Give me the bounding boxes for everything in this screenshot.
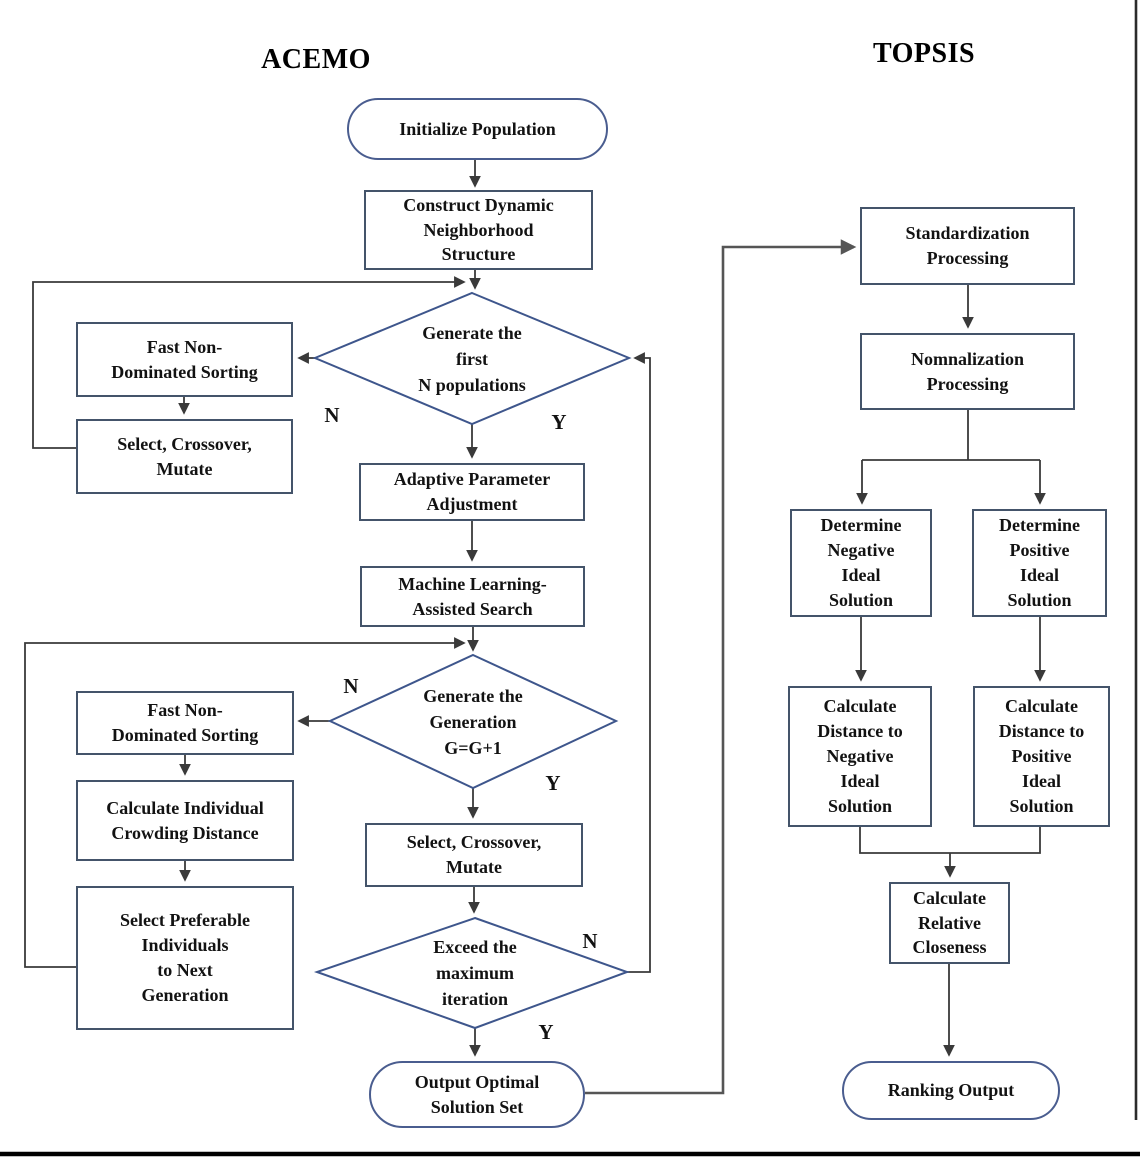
- loop-selpref-back: [24, 637, 466, 968]
- decision1-no-label: N: [324, 402, 340, 427]
- node-select-crossover-mutate-1: Select, Crossover, Mutate: [76, 419, 293, 494]
- decision1-yes-label: Y: [551, 409, 567, 434]
- node-fast-non-dominated-sorting-1: Fast Non- Dominated Sorting: [76, 322, 293, 397]
- acemo-arrows: [24, 160, 651, 1057]
- node-determine-positive-ideal: Determine Positive Ideal Solution: [972, 509, 1107, 617]
- node-initialize-population: Initialize Population: [347, 98, 608, 160]
- topsis-title: TOPSIS: [872, 38, 976, 69]
- node-normalization-processing: Nomnalization Processing: [860, 333, 1075, 410]
- node-calculate-relative-closeness: Calculate Relative Closeness: [889, 882, 1010, 964]
- node-select-crossover-mutate-2: Select, Crossover, Mutate: [365, 823, 583, 887]
- merge-bar: [859, 827, 1041, 854]
- acemo-title: ACEMO: [261, 44, 371, 75]
- node-adaptive-parameter-adjustment: Adaptive Parameter Adjustment: [359, 463, 585, 521]
- node-determine-negative-ideal: Determine Negative Ideal Solution: [790, 509, 932, 617]
- node-select-preferable-individuals: Select Preferable Individuals to Next Ge…: [76, 886, 294, 1030]
- node-fast-non-dominated-sorting-2: Fast Non- Dominated Sorting: [76, 691, 294, 755]
- decision3-yes-label: Y: [538, 1019, 554, 1044]
- node-calculate-crowding-distance: Calculate Individual Crowding Distance: [76, 780, 294, 861]
- node-ranking-output: Ranking Output: [842, 1061, 1060, 1120]
- node-output-optimal-solution-set: Output Optimal Solution Set: [369, 1061, 585, 1128]
- node-machine-learning-assisted-search: Machine Learning- Assisted Search: [360, 566, 585, 627]
- topsis-arrows: [855, 285, 1046, 1057]
- decision3-no-label: N: [582, 928, 598, 953]
- loop-decision3-n-back: [627, 352, 651, 973]
- connector-output-to-topsis: [585, 239, 857, 1095]
- node-construct-dynamic-neighborhood: Construct Dynamic Neighborhood Structure: [364, 190, 593, 270]
- decision2-label: Generate the Generation G=G+1: [423, 685, 523, 759]
- decision2-yes-label: Y: [545, 770, 561, 795]
- decision2-no-label: N: [343, 673, 359, 698]
- decision2-diamond: [327, 653, 619, 790]
- decision1-diamond: [312, 291, 632, 426]
- node-distance-negative-ideal: Calculate Distance to Negative Ideal Sol…: [788, 686, 932, 827]
- decision3-label: Exceed the maximum iteration: [433, 936, 517, 1010]
- decision1-label: Generate the first N populations: [418, 322, 526, 396]
- node-standardization-processing: Standardization Processing: [860, 207, 1075, 285]
- node-distance-positive-ideal: Calculate Distance to Positive Ideal Sol…: [973, 686, 1110, 827]
- loop-scm1-back: [32, 276, 466, 449]
- decision3-diamond: [313, 916, 630, 1030]
